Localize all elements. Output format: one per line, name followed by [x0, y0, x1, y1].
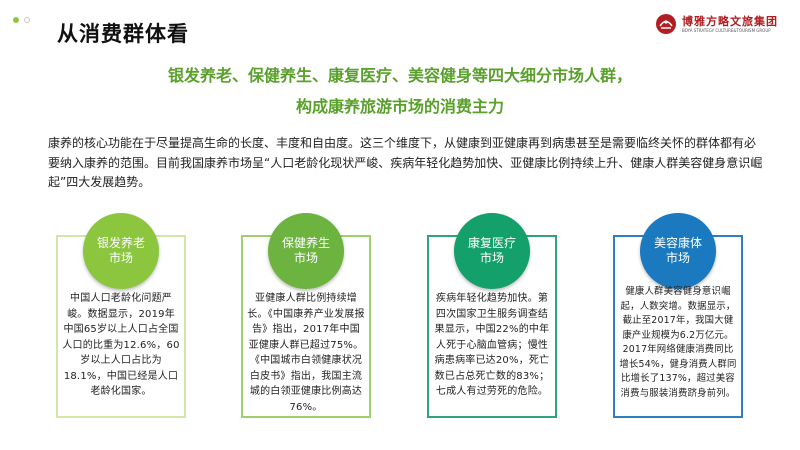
headline-line-2: 构成康养旅游市场的消费主力: [295, 97, 504, 116]
market-card-rehab: 康复医疗市场 疾病年轻化趋势加快。第四次国家卫生服务调查结果显示，中国22%的中…: [427, 213, 557, 418]
card-title: 银发养老市场: [96, 236, 145, 265]
page-title: 从消费群体看: [57, 22, 189, 46]
intro-paragraph: 康养的核心功能在于尽量提高生命的长度、丰度和自由度。这三个维度下，从健康到亚健康…: [48, 136, 763, 189]
decorative-dots: [13, 17, 30, 23]
card-title-circle: 银发养老市场: [83, 213, 159, 289]
card-title: 保健养生市场: [281, 236, 330, 265]
market-card-beauty: 美容康体市场 健康人群美容健身意识崛起，人数突增。数据显示，截止至2017年，我…: [613, 213, 743, 418]
market-card-wellness: 保健养生市场 亚健康人群比例持续增长。《中国康养产业发展报告》指出，2017年中…: [241, 213, 371, 418]
card-text: 疾病年轻化趋势加快。第四次国家卫生服务调查结果显示，中国22%的中年人死于心脑血…: [434, 293, 550, 397]
card-title: 美容康体市场: [653, 236, 702, 265]
card-title: 康复医疗市场: [467, 236, 516, 265]
grey-ring-dot: [24, 17, 30, 23]
company-logo: 博雅方略文旅集团 BOYA STRATEGY CULTURE&TOURISM G…: [655, 13, 778, 35]
card-text: 健康人群美容健身意识崛起，人数突增。数据显示，截止至2017年，我国大健康产业规…: [619, 286, 737, 399]
card-title-circle: 康复医疗市场: [454, 213, 530, 289]
card-text: 亚健康人群比例持续增长。《中国康养产业发展报告》指出，2017年中国亚健康人群已…: [247, 293, 365, 413]
logo-mark-icon: [656, 14, 676, 34]
headline-line-1: 银发养老、保健养生、康复医疗、美容健身等四大细分市场人群，: [167, 66, 632, 85]
logo-name: 博雅方略文旅集团: [682, 14, 778, 28]
card-text: 中国人口老龄化问题严峻。数据显示，2019年中国65岁以上人口占全国人口的比重为…: [62, 293, 180, 397]
logo-subtext: BOYA STRATEGY CULTURE&TOURISM GROUP: [682, 27, 771, 33]
green-dot: [13, 17, 19, 23]
card-title-circle: 保健养生市场: [268, 213, 344, 289]
card-title-circle: 美容康体市场: [640, 213, 716, 289]
market-card-silver: 银发养老市场 中国人口老龄化问题严峻。数据显示，2019年中国65岁以上人口占全…: [56, 213, 186, 418]
